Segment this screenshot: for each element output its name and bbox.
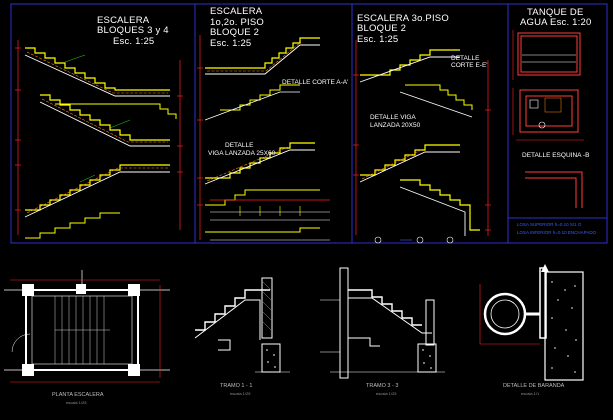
sheet2-scale: Esc. 1:25 (210, 38, 252, 49)
tramo3-scale: escala 1/25 (376, 391, 397, 396)
sheet1-title-l1: ESCALERA (97, 15, 150, 26)
sheet1-title-l2: BLOQUES 3 y 4 (97, 25, 169, 36)
planta-scale: escala 1/25 (66, 400, 87, 405)
sheet2-title-l3: BLOQUE 2 (210, 27, 260, 38)
baranda-scale: escala 1/1 (521, 391, 540, 396)
stair-flight (25, 47, 170, 91)
baranda-title: DETALLE DE BARANDA (503, 383, 565, 389)
railing-detail (479, 264, 584, 381)
tank-plan (519, 89, 579, 133)
sheet2-title-l1: ESCALERA (210, 6, 263, 17)
tank-title-l1: TANQUE DE (527, 7, 584, 18)
sheet3-title-l2: BLOQUE 2 (357, 23, 407, 34)
tramo1-title: TRAMO 1 - 1 (220, 383, 253, 389)
detail-viga-2-l1: DETALLE VIGA (370, 114, 416, 121)
tramo1-scale: escala 1/25 (230, 391, 251, 396)
tank-title-l2: AGUA Esc. 1:20 (520, 17, 592, 28)
detail-corte-aa: DETALLE CORTE A-A' (282, 79, 349, 86)
stair-section-panel-3 (353, 40, 491, 244)
tank-note-1: LOSA SUPERIOR h=0.10 S/1 O (517, 222, 582, 227)
stair-section-panel-1 (15, 40, 183, 239)
detail-viga-1-l2: VIGA LANZADA 25X60 (208, 150, 276, 157)
detail-viga-1-l1: DETALLE (225, 142, 254, 149)
tramo3-title: TRAMO 3 - 3 (366, 383, 399, 389)
sheet3-scale: Esc. 1:25 (357, 34, 399, 45)
top-sheet-frame (10, 3, 608, 244)
section-marker-icon (374, 236, 454, 244)
sheet1-scale: Esc. 1:25 (113, 36, 155, 47)
detail-corte-ee-l1: DETALLE (451, 55, 480, 62)
stair-section-tramo-1 (194, 277, 290, 373)
stair-section-tramo-3 (320, 267, 445, 379)
detail-viga-2-l2: LANZADA 20X50 (370, 122, 421, 129)
detail-esquina: DETALLE ESQUINA -B (522, 152, 590, 159)
north-arrow-icon (541, 264, 549, 272)
water-tank-details (512, 30, 584, 208)
stair-plan-view (4, 270, 170, 383)
sheet3-title-l1: ESCALERA 3o.PISO (357, 13, 449, 24)
corner-detail (525, 171, 583, 208)
stair-section-panel-2 (197, 35, 330, 241)
detail-corte-ee-l2: CORTE E-E' (451, 62, 488, 69)
sheet2-title-l2: 1o,2o. PISO (210, 17, 264, 28)
tank-note-2: LOSA INFERIOR h=0.10 ENCHAPADO (517, 230, 597, 235)
planta-title: PLANTA ESCALERA (52, 392, 104, 398)
tank-section (517, 32, 581, 76)
